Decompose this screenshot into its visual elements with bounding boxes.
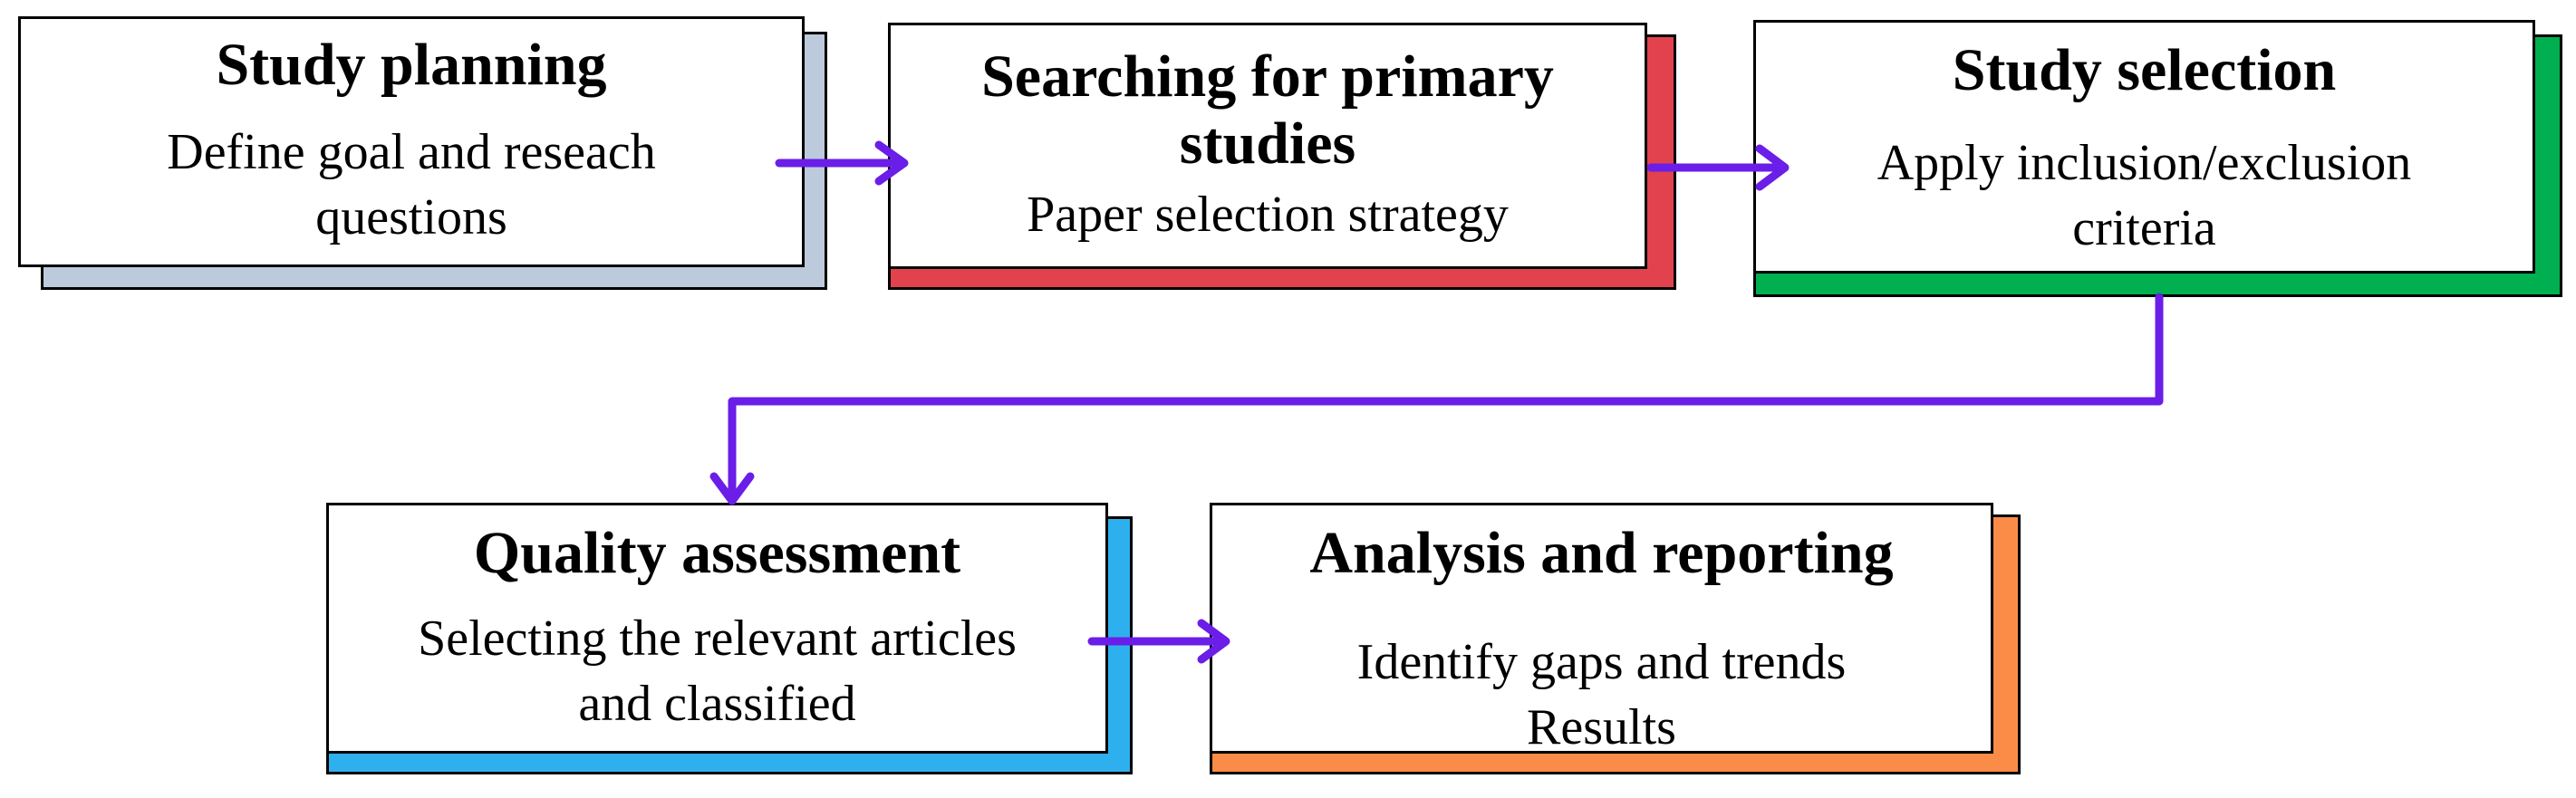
study-selection-box: Study selection Apply inclusion/exclusio… xyxy=(1753,20,2535,274)
arrowhead-planning-to-searching xyxy=(874,140,909,186)
searching-primary-studies-title-line-1: Searching for primary xyxy=(981,43,1554,110)
quality-assessment-box: Quality assessment Selecting the relevan… xyxy=(326,503,1108,754)
searching-primary-studies-box: Searching for primary studies Paper sele… xyxy=(888,23,1647,269)
study-planning-description-line-1: Define goal and reseach xyxy=(167,123,656,180)
arrow-group xyxy=(709,140,2164,664)
study-selection-description: Apply inclusion/exclusion criteria xyxy=(1877,131,2412,261)
arrow-selection-to-quality xyxy=(728,293,2164,501)
analysis-reporting-title: Analysis and reporting xyxy=(1309,520,1894,586)
searching-primary-studies-title: Searching for primary studies xyxy=(981,43,1554,178)
study-planning-description: Define goal and reseach questions xyxy=(167,120,656,250)
analysis-reporting-description-line-2: Results xyxy=(1527,698,1676,755)
arrowhead-searching-to-selection xyxy=(1755,144,1790,191)
study-selection-title: Study selection xyxy=(1952,37,2337,103)
analysis-reporting-description-line-1: Identify gaps and trends xyxy=(1356,633,1847,690)
quality-assessment-description-line-1: Selecting the relevant articles xyxy=(418,610,1017,667)
study-selection-description-line-1: Apply inclusion/exclusion xyxy=(1877,134,2412,191)
arrowhead-selection-to-quality xyxy=(709,472,755,505)
study-planning-description-line-2: questions xyxy=(315,188,507,245)
quality-assessment-title: Quality assessment xyxy=(473,520,961,586)
study-planning-title: Study planning xyxy=(216,32,607,98)
study-planning-box: Study planning Define goal and reseach q… xyxy=(18,16,805,267)
quality-assessment-description-line-2: and classified xyxy=(578,675,856,732)
analysis-reporting-box: Analysis and reporting Identify gaps and… xyxy=(1210,503,1993,755)
searching-primary-studies-title-line-2: studies xyxy=(1179,110,1356,177)
analysis-reporting-description: Identify gaps and trends Results xyxy=(1357,630,1847,760)
searching-primary-studies-description-line-1: Paper selection strategy xyxy=(1027,186,1509,243)
study-selection-description-line-2: criteria xyxy=(2072,199,2216,256)
searching-primary-studies-description: Paper selection strategy xyxy=(1027,183,1509,248)
quality-assessment-description: Selecting the relevant articles and clas… xyxy=(418,607,1017,736)
arrowhead-quality-to-analysis xyxy=(1197,619,1230,664)
